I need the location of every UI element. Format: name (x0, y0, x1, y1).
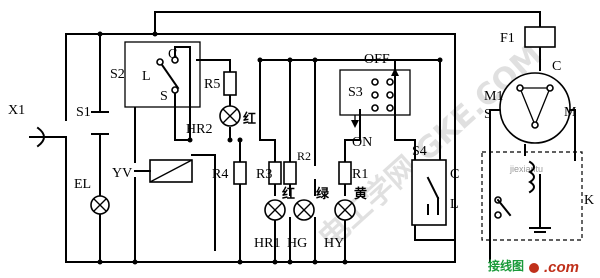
label-m1-m: M (564, 105, 577, 120)
label-m1: M1 (484, 89, 503, 104)
label-r2: R2 (297, 149, 311, 163)
plug-x1: X1 (8, 103, 45, 148)
label-red-top: 红 (243, 111, 256, 127)
label-hg: HG (287, 236, 307, 251)
switch-s3: OFF S3 ON (339, 52, 411, 150)
resistor-r1: R1 (338, 161, 368, 185)
label-el: EL (74, 177, 91, 192)
label-k: K (584, 193, 594, 208)
lamp-hr2: HR2 红 (186, 105, 256, 137)
label-m1-s: S (484, 107, 492, 122)
watermark-sub: jiexiantu (509, 164, 543, 174)
switch-s2: S2 L C S (110, 41, 201, 108)
label-green: 绿 (316, 186, 330, 202)
label-off: OFF (364, 52, 390, 67)
label-m1-c: C (552, 59, 561, 74)
lamp-hy: 黄 HY (324, 186, 367, 251)
label-r4: R4 (212, 167, 228, 182)
switch-s1: S1 (76, 99, 109, 135)
label-r3: R3 (256, 167, 272, 182)
solenoid-yv: YV (112, 159, 193, 183)
label-yellow: 黄 (354, 186, 367, 202)
label-red: 红 (282, 186, 295, 202)
label-hy: HY (324, 236, 344, 251)
label-r1: R1 (352, 167, 368, 182)
label-s2-c: C (168, 47, 177, 62)
label-r5: R5 (204, 77, 220, 92)
site-logo-cn: 接线图 (488, 258, 524, 273)
resistor-r3: R3 (256, 161, 282, 185)
label-s4: S4 (412, 144, 427, 159)
wiring (43, 11, 576, 263)
label-s1: S1 (76, 105, 91, 120)
label-hr2: HR2 (186, 122, 212, 137)
resistor-r5: R5 (204, 71, 237, 96)
label-x1: X1 (8, 103, 25, 118)
label-s4-c: C (450, 167, 459, 182)
relay-k: K (481, 151, 594, 241)
label-s3: S3 (348, 85, 363, 100)
switch-s4: S4 C L (411, 144, 459, 226)
label-s2: S2 (110, 67, 125, 82)
lamp-el: EL (74, 177, 110, 215)
label-on: ON (352, 135, 372, 150)
resistor-r2: R2 (283, 149, 311, 185)
label-s4-l: L (450, 197, 459, 212)
site-logo-en: .com (544, 259, 579, 276)
resistor-r4: R4 (212, 161, 247, 185)
protector-f1: F1 (500, 26, 556, 48)
label-yv: YV (112, 166, 132, 181)
label-s2-l: L (142, 69, 151, 84)
label-hr1: HR1 (254, 236, 280, 251)
lamp-hg: 绿 HG (287, 186, 330, 251)
site-logo: 接线图 .com (488, 258, 579, 276)
label-s2-s: S (160, 89, 168, 104)
motor-m1: M1 S C M (484, 59, 577, 144)
lamp-hr1: 红 HR1 (254, 186, 295, 251)
junction-dots (97, 31, 443, 265)
label-f1: F1 (500, 31, 515, 46)
